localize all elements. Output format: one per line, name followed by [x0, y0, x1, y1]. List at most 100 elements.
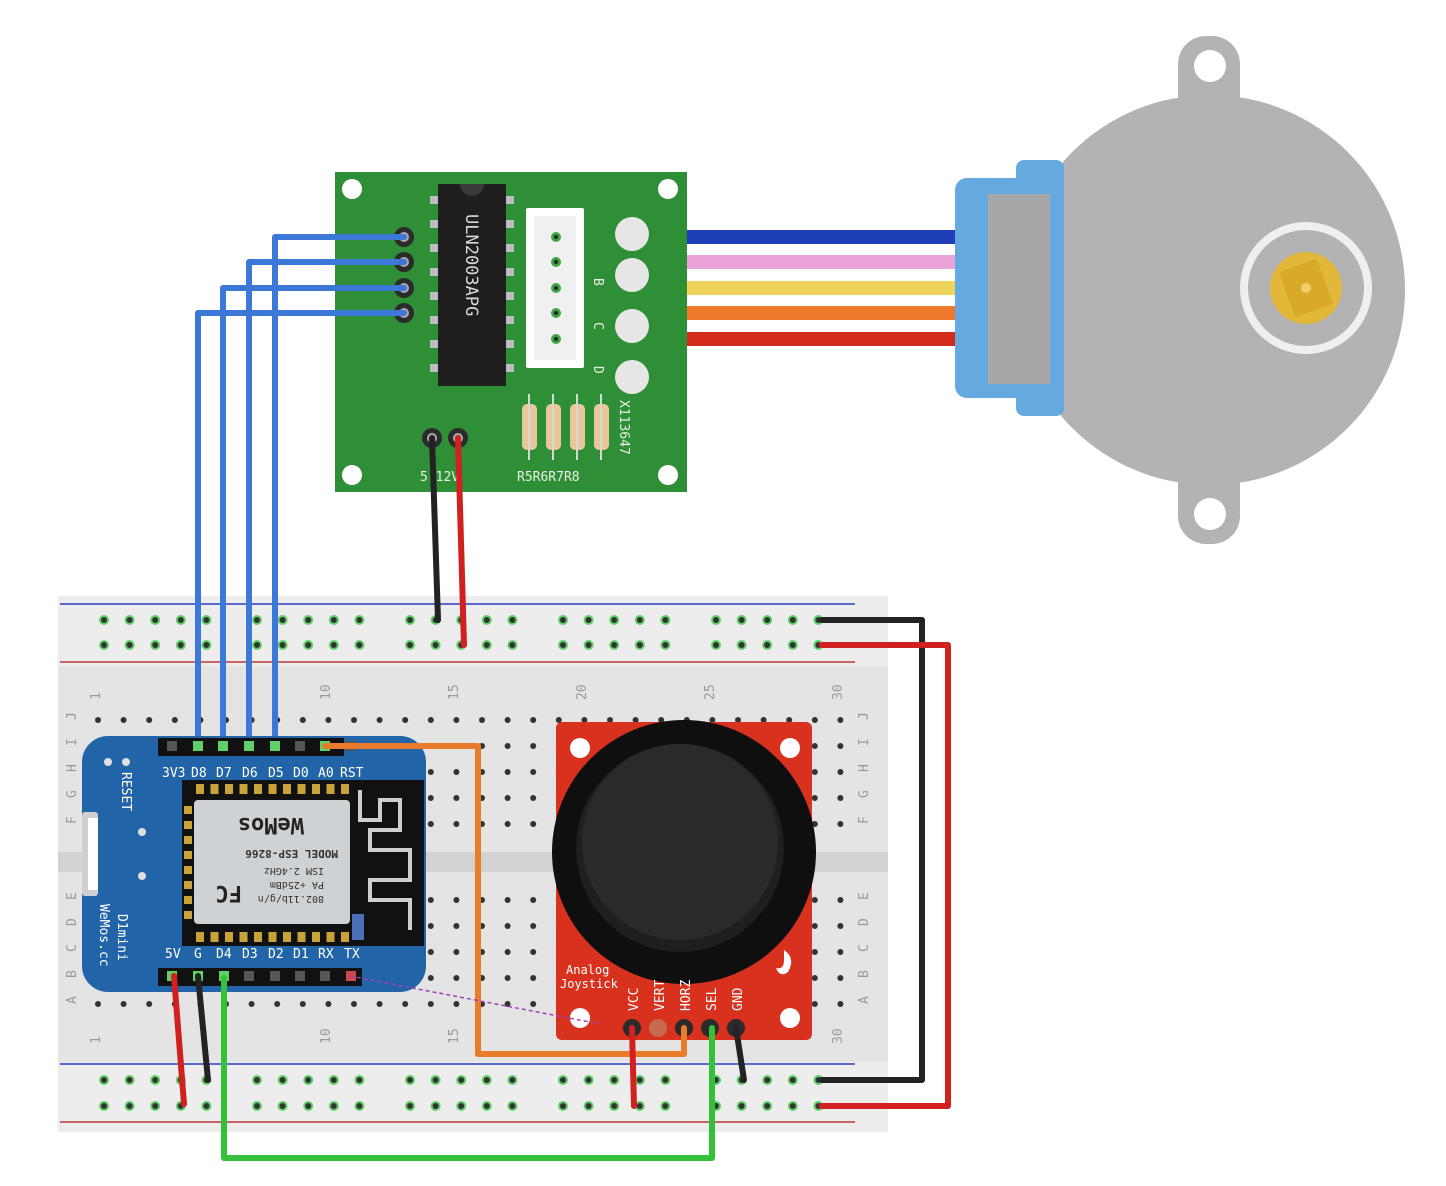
hole: [427, 717, 434, 723]
esp-pad: [184, 851, 192, 859]
hole: [735, 717, 741, 723]
row-letter: A: [65, 996, 80, 1004]
hole: [376, 717, 383, 723]
hole: [811, 949, 818, 955]
hole: [427, 897, 434, 903]
hole: [483, 642, 490, 648]
hole: [305, 1103, 312, 1109]
hole: [837, 1001, 844, 1007]
column-number: 15: [447, 1028, 462, 1044]
hole: [453, 717, 460, 723]
hole: [483, 617, 490, 623]
hole: [407, 1077, 413, 1083]
hole: [585, 1077, 592, 1083]
chip-pin: [430, 244, 440, 252]
row-letter: H: [65, 764, 80, 772]
hole: [530, 923, 537, 929]
hole: [432, 1103, 439, 1109]
pin-label: G: [194, 947, 202, 962]
hole: [479, 717, 485, 723]
hole: [330, 642, 337, 648]
hole: [101, 1077, 107, 1083]
joystick-header: [623, 1019, 745, 1037]
hole: [560, 617, 566, 623]
wemos-d1-mini: 3V3 D8 D7 D6 D5 D0 A0 RST 5V G D4 D3 D2 …: [82, 736, 426, 992]
hole: [789, 617, 796, 623]
hole: [738, 1103, 745, 1109]
hole: [279, 642, 286, 648]
hole: [789, 1077, 796, 1083]
hole: [299, 1001, 306, 1007]
hole: [837, 821, 844, 827]
ratsnest-line: [349, 975, 601, 1025]
esp-pad: [312, 784, 320, 794]
reset-button[interactable]: [104, 758, 112, 766]
wire-gnd-rail: [195, 973, 211, 1083]
esp-pad: [210, 784, 219, 794]
hole: [530, 795, 537, 801]
hole: [611, 1103, 618, 1109]
hole: [789, 642, 796, 648]
column-number: 15: [447, 684, 462, 700]
hole: [837, 717, 844, 723]
hole: [453, 795, 460, 801]
pin-label: GND: [731, 987, 746, 1011]
hole: [356, 617, 363, 623]
hole: [171, 717, 178, 723]
row-letter: C: [857, 944, 872, 952]
hole: [95, 1001, 101, 1007]
connector-pin-center: [554, 235, 558, 239]
hole: [203, 642, 210, 648]
hole: [299, 717, 306, 723]
hole: [126, 1103, 133, 1109]
pin-label: A0: [318, 766, 334, 781]
joystick-knob[interactable]: [582, 744, 778, 940]
pin-label: 3V3: [162, 766, 185, 781]
hole: [453, 923, 460, 929]
hole: [509, 617, 516, 623]
column-number: 1: [89, 1036, 104, 1044]
row-letter: B: [857, 970, 872, 978]
pin-label: D4: [216, 947, 232, 962]
hole: [607, 717, 613, 723]
hole: [101, 617, 107, 623]
hole: [581, 717, 588, 723]
hole: [427, 795, 434, 801]
hole: [146, 1001, 153, 1007]
hole: [837, 923, 844, 929]
header-pin: [270, 741, 280, 751]
hole: [811, 795, 818, 801]
chip-pin: [504, 196, 514, 204]
column-number: 1: [89, 692, 104, 700]
hole: [509, 1077, 516, 1083]
hole: [453, 769, 460, 775]
driver-power-wire: [455, 435, 467, 648]
column-number: 25: [703, 684, 718, 700]
hole: [585, 1103, 592, 1109]
esp-pad: [283, 784, 291, 794]
hole: [738, 642, 745, 648]
pin-label: 5V: [165, 947, 181, 962]
hole: [152, 617, 159, 623]
hole: [279, 1077, 286, 1083]
joystick-title-line2: Joystick: [560, 977, 619, 991]
hole: [407, 642, 413, 648]
hole: [254, 617, 260, 623]
joystick-pin-labels: VCC VERT HORZ SEL GND: [627, 980, 746, 1011]
wire-in3-d7: [220, 285, 407, 749]
hole: [811, 769, 818, 775]
header-pin: [193, 741, 203, 751]
signal-wires: [195, 234, 407, 749]
header-pin: [295, 741, 305, 751]
connector-pin-center: [554, 260, 558, 264]
phase-label: B: [590, 278, 605, 286]
hole: [351, 1001, 357, 1007]
esp-pad: [184, 881, 192, 889]
hole: [764, 642, 771, 648]
hole: [530, 717, 537, 723]
wire-in2-d6: [246, 259, 407, 749]
pin-label: RST: [340, 766, 364, 781]
hole: [432, 642, 439, 648]
header-pin: [320, 971, 330, 981]
hole: [786, 717, 793, 723]
